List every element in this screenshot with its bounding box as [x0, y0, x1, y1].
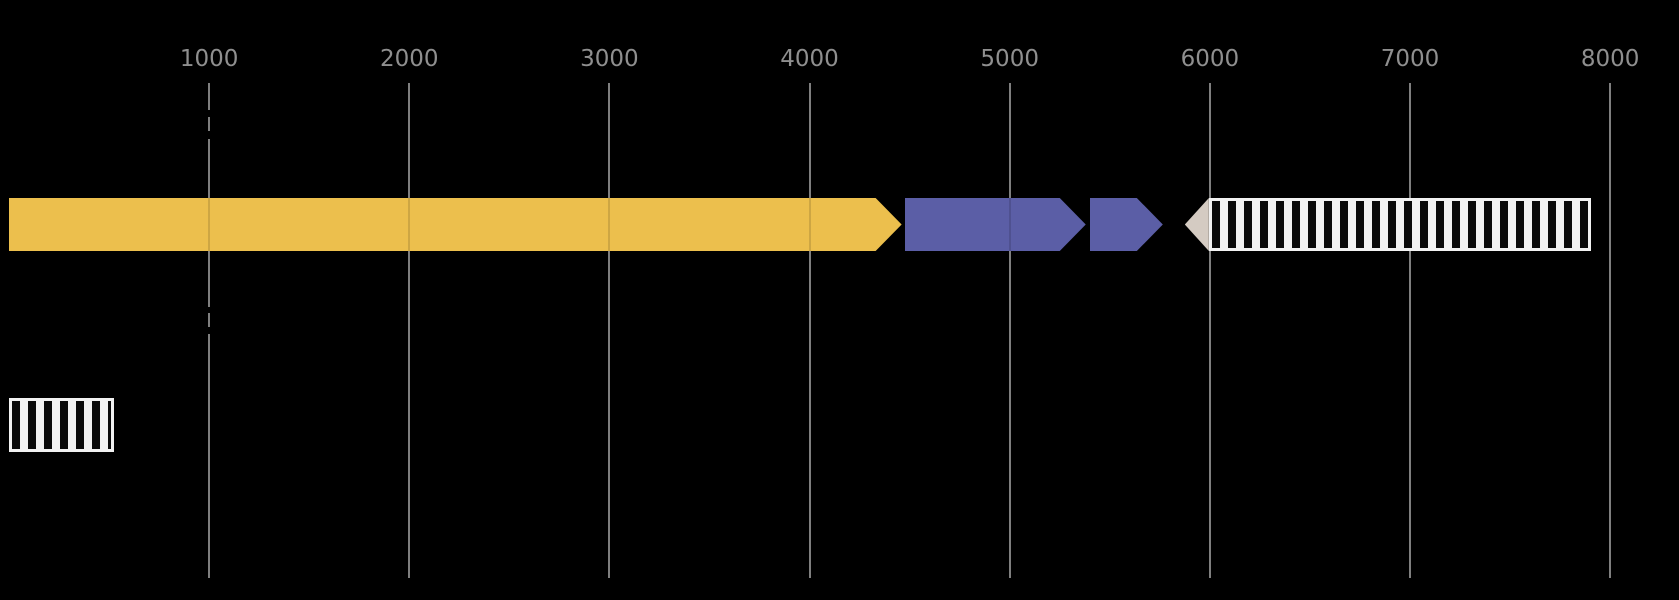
- gridline-dash-gap: [207, 327, 212, 334]
- axis-gridline: [1008, 83, 1011, 578]
- axis-tick-label: 1000: [179, 46, 239, 72]
- gridline-feature-shade: [608, 198, 611, 251]
- axis-tick-label: 4000: [780, 46, 839, 72]
- axis-tick-label: 3000: [580, 46, 639, 72]
- gridline-feature-shade: [808, 198, 811, 251]
- gridline-dash-gap: [207, 131, 212, 139]
- gridline-feature-shade: [208, 198, 211, 251]
- axis-gridline: [808, 83, 811, 578]
- axis-gridline: [408, 83, 411, 578]
- gridline-feature-shade: [1008, 198, 1011, 251]
- axis-tick-label: 8000: [1580, 46, 1640, 72]
- axis-tick-label: 7000: [1380, 46, 1440, 72]
- gridline-dash-gap: [207, 307, 212, 313]
- axis-tick-label: 2000: [380, 46, 439, 72]
- axis-gridline: [1208, 83, 1211, 578]
- axis-gridline: [1609, 83, 1612, 578]
- gridline-feature-shade: [408, 198, 411, 251]
- axis-gridline: [1408, 83, 1411, 578]
- feature-hatched-small: [9, 398, 115, 452]
- gene-arrow-yellow: [9, 198, 902, 251]
- axis-tick-label: 5000: [980, 46, 1039, 72]
- axis-gridline: [608, 83, 611, 578]
- gene-arrow-blue-1: [904, 198, 1086, 251]
- gridline-dash-gap: [207, 110, 212, 117]
- gene-arrow-hatched-reverse-body: [1208, 198, 1592, 251]
- axis-tick-label: 6000: [1180, 46, 1240, 72]
